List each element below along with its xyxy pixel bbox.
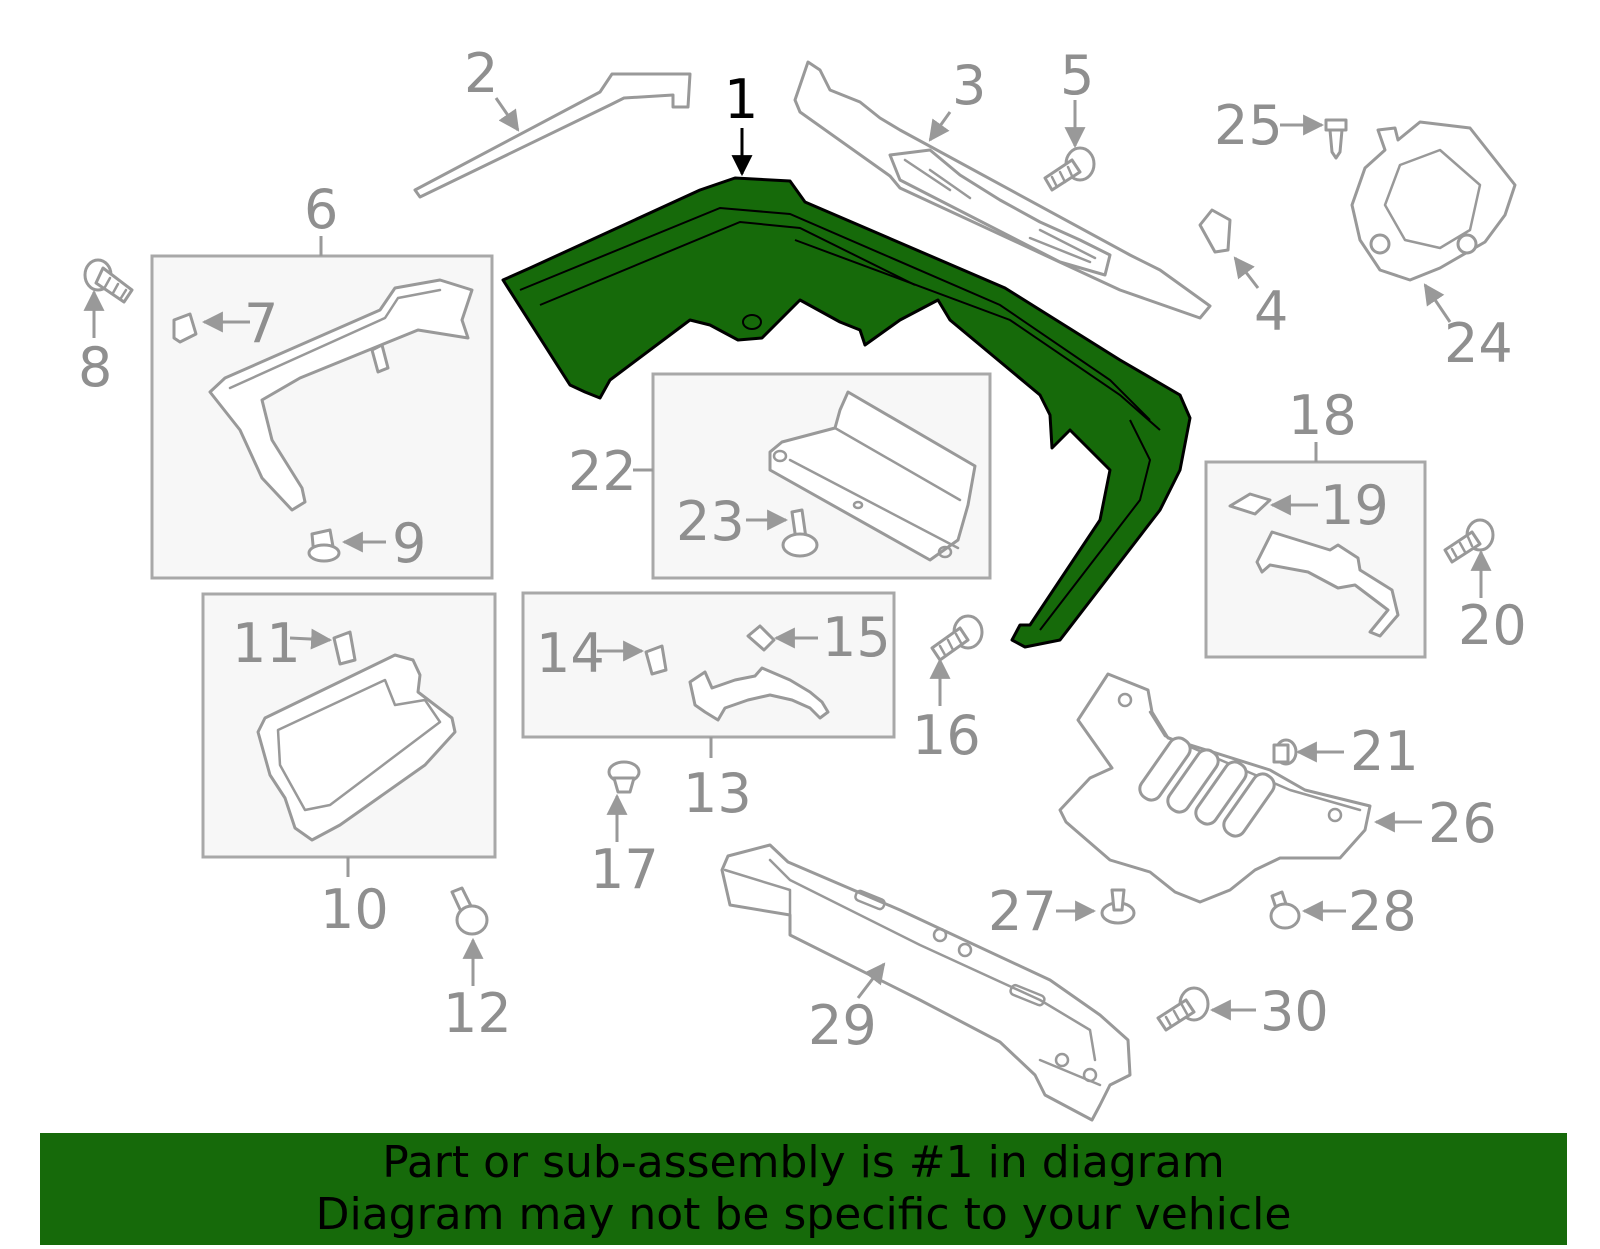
pushpin-part-21 xyxy=(1272,738,1298,766)
callout-20[interactable]: 20 xyxy=(1458,594,1527,657)
shield-part-26 xyxy=(1058,672,1372,904)
callout-9[interactable]: 9 xyxy=(392,512,426,575)
clip-part-11 xyxy=(332,630,357,666)
bolt-part-30 xyxy=(1156,986,1210,1032)
callout-18[interactable]: 18 xyxy=(1288,384,1357,447)
leader-29 xyxy=(856,962,886,999)
bolt-part-12 xyxy=(450,886,489,936)
bolt-part-20 xyxy=(1443,518,1495,564)
callout-24[interactable]: 24 xyxy=(1444,312,1513,375)
callout-15[interactable]: 15 xyxy=(822,606,891,669)
callout-21[interactable]: 21 xyxy=(1350,720,1419,783)
callout-26[interactable]: 26 xyxy=(1428,792,1497,855)
leader-11 xyxy=(289,628,333,650)
callout-11[interactable]: 11 xyxy=(232,612,301,675)
callout-30[interactable]: 30 xyxy=(1260,980,1329,1043)
disclaimer-banner: Part or sub-assembly is #1 in diagram Di… xyxy=(40,1133,1567,1245)
callout-27[interactable]: 27 xyxy=(988,880,1057,943)
callout-10[interactable]: 10 xyxy=(320,878,389,941)
bolt-part-5 xyxy=(1043,146,1096,192)
callout-25[interactable]: 25 xyxy=(1214,94,1283,157)
bolt-part-23 xyxy=(781,508,819,558)
callout-1[interactable]: 1 xyxy=(724,68,758,131)
callout-2[interactable]: 2 xyxy=(464,42,498,105)
callout-29[interactable]: 29 xyxy=(808,994,877,1057)
bracket-part-24 xyxy=(1350,120,1517,282)
bolt-part-16 xyxy=(930,614,984,662)
callout-5[interactable]: 5 xyxy=(1060,44,1094,107)
pushpin-part-17 xyxy=(607,760,641,794)
bracket-part-13 xyxy=(688,666,830,722)
callout-4[interactable]: 4 xyxy=(1254,280,1288,343)
banner-line-1: Part or sub-assembly is #1 in diagram xyxy=(382,1137,1225,1188)
callout-6[interactable]: 6 xyxy=(304,178,338,241)
clip-part-7 xyxy=(172,312,198,344)
callout-7[interactable]: 7 xyxy=(244,292,278,355)
callout-14[interactable]: 14 xyxy=(536,622,605,685)
callout-12[interactable]: 12 xyxy=(443,982,512,1045)
callout-16[interactable]: 16 xyxy=(912,704,981,767)
callout-13[interactable]: 13 xyxy=(683,762,752,825)
leader-2 xyxy=(494,97,520,132)
callout-8[interactable]: 8 xyxy=(78,336,112,399)
housing-part-10 xyxy=(256,653,457,842)
callout-17[interactable]: 17 xyxy=(590,838,659,901)
callout-23[interactable]: 23 xyxy=(676,490,745,553)
leader-24 xyxy=(1423,283,1452,323)
shield-part-22 xyxy=(768,390,977,562)
bolt-part-8 xyxy=(83,258,134,304)
callout-3[interactable]: 3 xyxy=(952,54,986,117)
reinforcement-part-29 xyxy=(720,843,1132,1122)
screw-part-25 xyxy=(1324,118,1348,160)
callout-22[interactable]: 22 xyxy=(568,440,637,503)
bracket-part-18 xyxy=(1255,530,1400,638)
leader-4 xyxy=(1233,256,1260,289)
bumper-cover-part-1[interactable] xyxy=(501,176,1192,649)
clip-part-4 xyxy=(1198,208,1232,254)
callout-28[interactable]: 28 xyxy=(1348,880,1417,943)
banner-line-2: Diagram may not be specific to your vehi… xyxy=(315,1189,1292,1240)
stud-part-28 xyxy=(1269,890,1301,930)
stud-part-27 xyxy=(1100,888,1136,925)
bracket-part-3 xyxy=(793,60,1212,320)
leader-3 xyxy=(928,111,952,142)
strip-part-2 xyxy=(413,72,692,199)
clip-part-14 xyxy=(644,644,668,676)
callout-19[interactable]: 19 xyxy=(1320,474,1389,537)
bracket-part-6 xyxy=(208,278,474,512)
pushpin-part-9 xyxy=(307,528,341,563)
